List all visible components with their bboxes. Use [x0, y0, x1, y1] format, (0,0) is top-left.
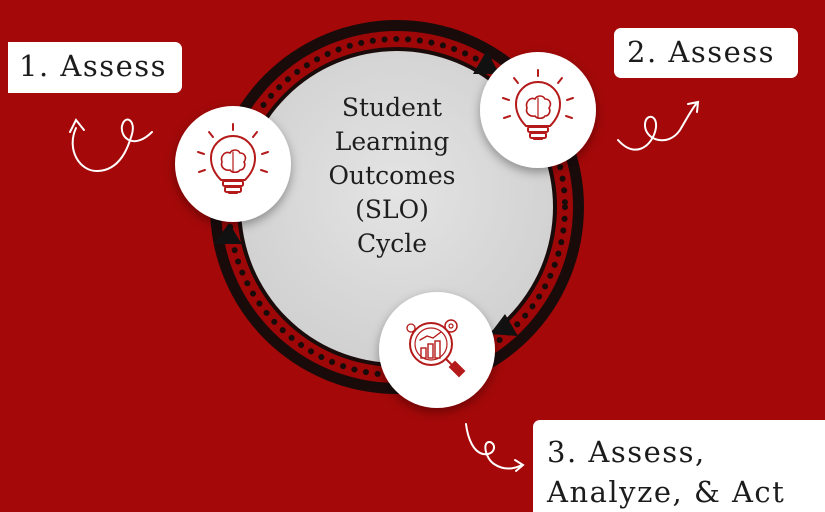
cycle-arrow-top	[473, 50, 499, 74]
cycle-arrow-right	[490, 314, 518, 336]
cycle-title: Student Learning Outcomes (SLO) Cycle	[297, 91, 487, 261]
center-disk	[241, 51, 553, 363]
cycle-title-line: Cycle	[356, 229, 428, 258]
lightbulb-brain-icon	[502, 69, 574, 140]
lightbulb-brain-icon	[197, 123, 269, 194]
cycle-arrow-left	[214, 223, 242, 244]
cycle-title-line: (SLO)	[355, 195, 429, 224]
cycle-title-line: Outcomes	[328, 161, 456, 190]
step-3-label: 3. Assess, Analyze, & Act	[533, 420, 825, 512]
cycle-title-line: Student	[341, 93, 443, 122]
loop-arrow-1-icon	[69, 118, 153, 173]
step-1-label: 1. Assess	[8, 42, 182, 93]
loop-arrow-2-icon	[617, 100, 700, 151]
cycle-title-line: Learning	[334, 127, 450, 156]
dotted-track	[226, 36, 568, 378]
step-3-label-line: Analyze, & Act	[547, 475, 786, 510]
step-3-label-line: 3. Assess,	[547, 435, 706, 469]
step-2-label: 2. Assess	[614, 28, 798, 78]
step-3-icon-circle	[379, 292, 495, 408]
loop-arrow-3-icon	[465, 423, 525, 472]
magnifier-chart-icon	[406, 319, 466, 378]
